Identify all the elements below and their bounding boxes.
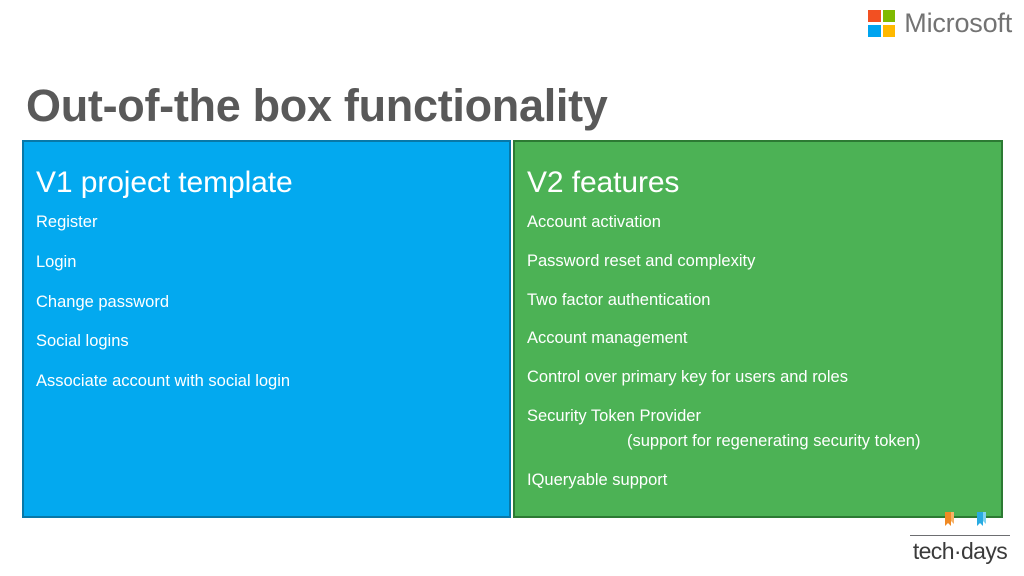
list-item: Account activation: [527, 213, 661, 231]
techdays-divider: [910, 535, 1010, 536]
microsoft-square-top-right-icon: [883, 10, 896, 23]
microsoft-logo: Microsoft: [868, 10, 1012, 37]
ribbon-orange-icon: [941, 512, 954, 526]
techdays-wordmark: tech·days: [912, 538, 1008, 564]
microsoft-squares-icon: [868, 10, 896, 37]
list-item: Register: [36, 213, 98, 231]
microsoft-square-bottom-right-icon: [883, 24, 896, 37]
ribbon-blue-icon: [973, 512, 986, 526]
list-item-sublabel: (support for regenerating security token…: [627, 431, 921, 450]
techdays-logo: tech·days: [910, 506, 1010, 568]
list-item: Change password: [36, 292, 169, 311]
microsoft-wordmark: Microsoft: [904, 8, 1012, 38]
techdays-ribbons: [910, 506, 1010, 534]
list-item: Associate account with social login: [36, 372, 291, 391]
panel-header-v1: V1 project template: [36, 166, 293, 199]
list-item-label: Security Token Provider: [527, 406, 701, 425]
microsoft-square-top-left-icon: [868, 10, 881, 23]
feature-list-v1: Register Login Change password Social lo…: [24, 201, 509, 392]
feature-list-v2: Account activation Password reset and co…: [515, 201, 1001, 490]
list-item: Password reset and complexity: [527, 251, 756, 270]
list-item: Social logins: [36, 332, 129, 351]
list-item: IQueryable support: [527, 470, 668, 489]
page-title: Out-of-the box functionality: [26, 80, 608, 132]
panel-v1-project-template: V1 project template Register Login Chang…: [22, 140, 511, 518]
list-item: Login: [36, 252, 77, 271]
list-item: Account management: [527, 329, 688, 348]
list-item: Two factor authentication: [527, 290, 711, 309]
panel-v2-features: V2 features Account activation Password …: [513, 140, 1003, 518]
comparison-panels: V1 project template Register Login Chang…: [22, 140, 1003, 518]
list-item: Security Token Provider (support for rege…: [527, 407, 1001, 452]
panel-header-v2: V2 features: [527, 166, 680, 199]
microsoft-square-bottom-left-icon: [868, 24, 881, 37]
list-item: Control over primary key for users and r…: [527, 368, 848, 387]
